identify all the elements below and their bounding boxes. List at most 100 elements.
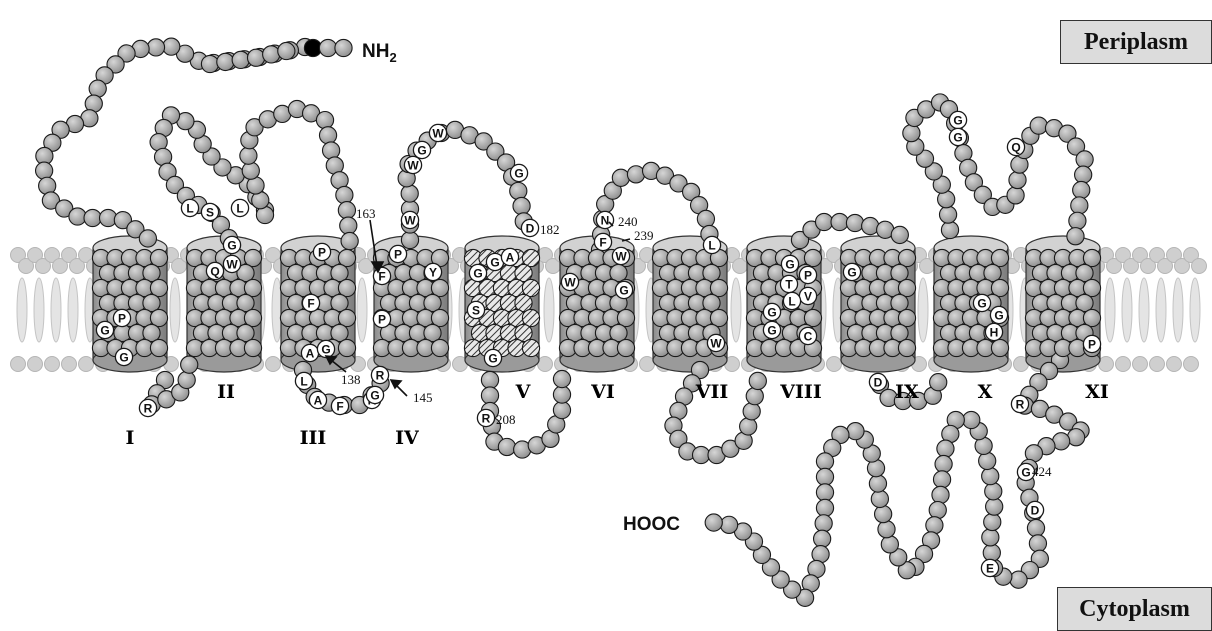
lipid-head xyxy=(1133,357,1148,372)
labeled-residue-VI-1: N xyxy=(596,211,613,228)
c-terminus-label: HOOC xyxy=(623,514,680,535)
residue-letter: G xyxy=(473,267,482,281)
residue-letter: P xyxy=(804,269,812,283)
labeled-residue-IV-2: P xyxy=(389,245,406,262)
labeled-residue-VIII-2: P xyxy=(799,266,816,283)
lipid-tail xyxy=(1156,278,1166,342)
residue xyxy=(401,185,418,202)
residue xyxy=(982,529,999,546)
labeled-residue-IX-1: G xyxy=(843,263,860,280)
helix-label-V: V xyxy=(515,381,532,403)
residue xyxy=(1009,171,1026,188)
residue xyxy=(847,423,864,440)
labeled-residue-III-1: P xyxy=(313,243,330,260)
residue-letter: G xyxy=(514,167,523,181)
lipid-head xyxy=(45,357,60,372)
residue-letter: G xyxy=(767,306,776,320)
residue xyxy=(1071,197,1088,214)
residue-letter: C xyxy=(804,330,813,344)
helix-label-XI: XI xyxy=(1085,381,1109,403)
labeled-residue-III-2: F xyxy=(302,294,319,311)
lipid-head xyxy=(1150,357,1165,372)
residue-letter: S xyxy=(472,304,480,318)
labeled-residue-VI-5: G xyxy=(615,281,632,298)
residue xyxy=(242,162,259,179)
residue xyxy=(929,502,946,519)
labeled-residue-II-5: Q xyxy=(206,262,223,279)
labeled-residue-II-6: W xyxy=(223,255,240,272)
residue-letter: D xyxy=(526,222,535,236)
lipid-tail xyxy=(170,278,180,342)
residue xyxy=(627,166,644,183)
labeled-residue-V-1: G xyxy=(413,141,430,158)
residue xyxy=(878,521,895,538)
lipid-tail xyxy=(51,278,61,342)
loop-4 xyxy=(240,100,358,249)
residue xyxy=(1027,519,1044,536)
labeled-residue-III-6: A xyxy=(309,391,326,408)
residue xyxy=(982,468,999,485)
residue xyxy=(335,39,352,56)
lipid-tail xyxy=(1122,278,1132,342)
residue xyxy=(513,197,530,214)
labeled-residue-VII-2: W xyxy=(707,334,724,351)
cytoplasm-label: Cytoplasm xyxy=(1057,587,1212,631)
labeled-residue-IV-7: R xyxy=(371,366,388,383)
residue xyxy=(869,475,886,492)
residue-letter: E xyxy=(986,562,994,576)
labeled-residue-IV-1: W xyxy=(401,211,418,228)
residue xyxy=(553,401,570,418)
residue-letter: L xyxy=(236,202,243,216)
residue xyxy=(941,221,958,238)
residue xyxy=(1067,228,1084,245)
residue xyxy=(875,506,892,523)
residue-letter: R xyxy=(376,369,385,383)
labeled-residue-II-1: L xyxy=(181,199,198,216)
residue-letter: N xyxy=(601,214,610,228)
labeled-residue-I-2: P xyxy=(113,309,130,326)
labeled-residue-VIII-5: L xyxy=(783,292,800,309)
residue-letter: L xyxy=(788,295,795,309)
residue-letter: H xyxy=(990,326,999,340)
labeled-residue-V-10: R xyxy=(477,409,494,426)
residue xyxy=(816,499,833,516)
labeled-residue-V-5: G xyxy=(469,264,486,281)
residue-letter: D xyxy=(1031,504,1040,518)
residue-letter: G xyxy=(370,389,379,403)
residue-letter: F xyxy=(378,270,385,284)
residue xyxy=(617,339,634,356)
residue xyxy=(985,483,1002,500)
residue xyxy=(846,214,863,231)
residue xyxy=(881,536,898,553)
residue xyxy=(926,517,943,534)
residue xyxy=(89,80,106,97)
residue-letter: W xyxy=(226,258,238,272)
labeled-residue-V-2: W xyxy=(429,124,446,141)
lipid-tail xyxy=(1105,278,1115,342)
residue-letter: G xyxy=(847,266,856,280)
residue xyxy=(815,213,832,230)
residue-letter: G xyxy=(994,309,1003,323)
labeled-residue-X-4: G xyxy=(973,294,990,311)
lipid-tail xyxy=(1173,278,1183,342)
lipid-head xyxy=(538,357,553,372)
lipid-tail xyxy=(1139,278,1149,342)
residue xyxy=(178,371,195,388)
residue-letter: F xyxy=(336,400,343,414)
labeled-residue-II-4: G xyxy=(223,236,240,253)
residue xyxy=(481,371,498,388)
periplasm-label: Periplasm xyxy=(1060,20,1212,64)
labeled-residue-VI-2: F xyxy=(594,233,611,250)
lipid-head xyxy=(62,357,77,372)
residue-number-208: 208 xyxy=(496,412,516,427)
residue-letter: W xyxy=(564,276,576,290)
residue xyxy=(340,217,357,234)
residue xyxy=(553,386,570,403)
helix-beads-I xyxy=(92,249,167,356)
residue-letter: P xyxy=(378,313,386,327)
residue-letter: G xyxy=(1021,466,1030,480)
residue-letter: G xyxy=(227,239,236,253)
residue xyxy=(553,370,570,387)
residue-letter: W xyxy=(710,337,722,351)
residue xyxy=(244,339,261,356)
